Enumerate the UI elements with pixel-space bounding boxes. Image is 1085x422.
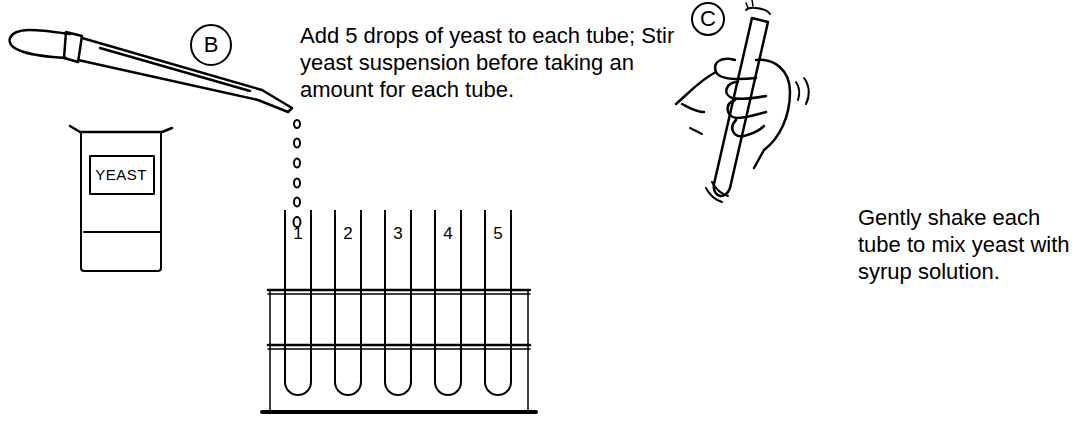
tube-number: 4 (443, 224, 452, 244)
test-tube: 2 (334, 210, 362, 396)
step-letter: B (204, 32, 219, 58)
beaker-label-box (90, 156, 154, 194)
test-tube: 5 (484, 210, 512, 396)
hand-shaking-tube (676, 0, 790, 196)
tube-number: 3 (393, 224, 402, 244)
tube-number: 5 (493, 224, 502, 244)
yeast-beaker: YEAST (80, 132, 162, 272)
motion-lines (706, 78, 809, 202)
dropper-tube (78, 38, 292, 112)
test-tube: 1 (284, 210, 312, 396)
step-letter: C (700, 6, 716, 32)
test-tube-rack (262, 290, 536, 412)
drops (294, 120, 301, 227)
instruction-text: Gently shake each tube to mix yeast with… (858, 204, 1080, 285)
instruction-text: Add 5 drops of yeast to each tube; Stir … (300, 22, 680, 103)
beaker-liquid (84, 231, 160, 233)
dropper-collar (64, 32, 82, 62)
step-letter-circle: C (691, 2, 725, 36)
dropper-bulb (10, 30, 70, 58)
dropper-line (100, 48, 250, 91)
test-tube: 4 (434, 210, 462, 396)
tube-number: 1 (293, 224, 302, 244)
step-letter-circle: B (190, 24, 232, 66)
beaker-label: YEAST (95, 166, 147, 183)
test-tube: 3 (384, 210, 412, 396)
tube-number: 2 (343, 224, 352, 244)
